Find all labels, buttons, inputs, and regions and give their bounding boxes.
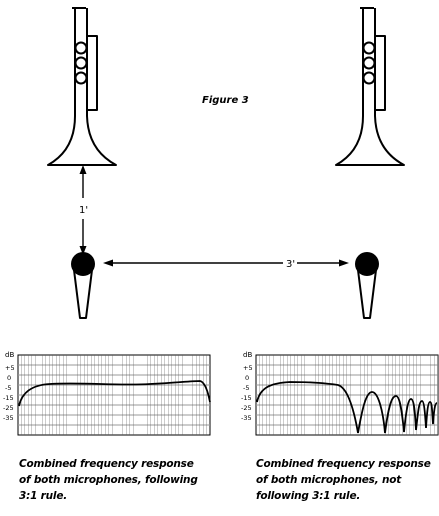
graph-left-tick-label: -5 [5, 384, 11, 392]
figure-title: Figure 3 [202, 95, 249, 106]
graph-left-tick-label: -25 [3, 404, 14, 412]
horizontal-distance-label: 3' [286, 259, 295, 270]
caption-line: 3:1 rule. [19, 488, 198, 504]
frequency-graph-left: dB +5 0 -5 -15 -25 -35 [3, 351, 210, 435]
graph-right-tick-label: -35 [241, 414, 252, 422]
frequency-graph-right: dB +5 0 -5 -15 -25 -35 [241, 351, 438, 435]
graph-right-tick-label: +5 [243, 364, 253, 372]
trumpet-left-icon [48, 8, 116, 165]
graph-right-tick-label: 0 [245, 374, 249, 382]
caption-line: Combined frequency response [19, 456, 198, 472]
trumpet-right-icon [336, 8, 404, 165]
microphone-right-icon [355, 252, 379, 318]
microphone-left-icon [71, 252, 95, 318]
graph-left-tick-label: 0 [7, 374, 11, 382]
graph-left-tick-label: -15 [3, 394, 14, 402]
caption-line: following 3:1 rule. [256, 488, 431, 504]
graph-right-unit-label: dB [243, 351, 252, 359]
caption-line: of both microphones, following [19, 472, 198, 488]
graph-right-caption: Combined frequency response of both micr… [256, 456, 431, 504]
graph-right-tick-label: -5 [243, 384, 249, 392]
caption-line: of both microphones, not [256, 472, 431, 488]
graph-left-caption: Combined frequency response of both micr… [19, 456, 198, 504]
graph-left-tick-label: -35 [3, 414, 14, 422]
graph-left-unit-label: dB [5, 351, 14, 359]
graph-right-tick-label: -15 [241, 394, 252, 402]
caption-line: Combined frequency response [256, 456, 431, 472]
horizontal-distance-arrow [103, 260, 349, 267]
graph-right-tick-label: -25 [241, 404, 252, 412]
vertical-distance-label: 1' [79, 205, 88, 216]
graph-left-tick-label: +5 [5, 364, 15, 372]
